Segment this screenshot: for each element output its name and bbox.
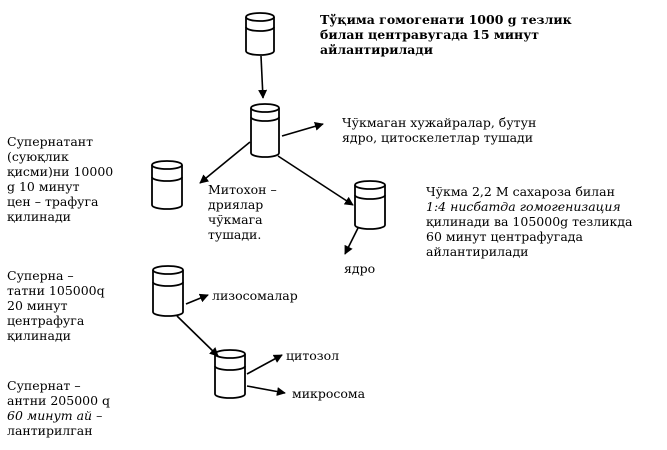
tube-homogenate — [245, 12, 275, 56]
step-homogenate: Тўқима гомогенати 1000 g тезлик билан це… — [320, 12, 572, 57]
step-cell-pellet: Чўкмаган хужайралар, бутун ядро, цитоске… — [342, 115, 536, 145]
step-supernatant-3-line: Супернат – — [7, 378, 81, 393]
step-mitochondria-line: тушади. — [208, 227, 262, 242]
step-mitochondria: Митохон – дриялар чўкмага тушади. — [208, 182, 277, 242]
arrow-to-supernatant — [199, 141, 251, 184]
arrow-to-first-spin — [258, 55, 268, 99]
step-supernatant-2-line: Суперна – — [7, 268, 74, 283]
step-supernatant-2: Суперна – татни 105000q 20 минут центраф… — [7, 268, 105, 343]
arrow-to-nucleus — [344, 227, 359, 255]
tube-supernatant — [151, 160, 183, 210]
step-cell-pellet-line: ядро, цитоскелетлар тушади — [342, 130, 534, 145]
step-homogenate-line: билан центравугада 15 минут — [320, 27, 539, 42]
arrow-to-cell-pellet — [281, 121, 324, 137]
label-nucleus: ядро — [344, 261, 376, 276]
step-supernatant-1-line: цен – трафуга — [7, 194, 99, 209]
step-sucrose-line: қилинади ва 105000g тезликда — [426, 214, 633, 229]
step-supernatant-2-line: центрафуга — [7, 313, 85, 328]
step-supernatant-1-line: g 10 минут — [7, 179, 80, 194]
tube-first-spin — [250, 103, 280, 158]
label-microsome: микросома — [292, 386, 366, 401]
tube-microsome-spin — [214, 349, 246, 399]
step-mitochondria-line: чўкмага — [208, 212, 263, 227]
step-supernatant-1-line: (суюқлик — [7, 149, 69, 164]
step-supernatant-3-line: 60 минут ай – — [7, 408, 103, 423]
step-sucrose-line: 1:4 нисбатда гомогенизация — [426, 199, 621, 214]
step-supernatant-3-line: антни 205000 q — [7, 393, 111, 408]
step-mitochondria-line: дриялар — [208, 197, 264, 212]
step-supernatant-1-line: қисми)ни 10000 — [7, 164, 114, 179]
step-supernatant-1: Супернатант (суюқлик қисми)ни 10000 g 10… — [7, 134, 113, 224]
step-supernatant-3-line: лантирилган — [7, 423, 93, 438]
arrow-to-pellet — [277, 155, 354, 206]
step-cell-pellet-line: Чўкмаган хужайралар, бутун — [342, 115, 537, 130]
arrow-to-microsome-spin — [176, 315, 219, 357]
step-mitochondria-line: Митохон – — [208, 182, 277, 197]
tube-pellet — [354, 180, 386, 230]
step-supernatant-1-line: қилинади — [7, 209, 71, 224]
arrow-to-cytosol — [246, 354, 283, 375]
step-sucrose-line: 60 минут центрафугада — [426, 229, 583, 244]
step-homogenate-line: Тўқима гомогенати 1000 g тезлик — [320, 12, 572, 27]
arrow-to-lysosomes — [185, 293, 209, 305]
step-sucrose-line: айлантирилади — [426, 244, 529, 259]
step-homogenate-line: айлантирилади — [320, 42, 433, 57]
step-sucrose: Чўкма 2,2 М сахароза билан 1:4 нисбатда … — [426, 184, 632, 259]
step-supernatant-1-line: Супернатант — [7, 134, 94, 149]
step-supernatant-2-line: қилинади — [7, 328, 71, 343]
tube-lysosome-spin — [152, 265, 184, 317]
step-supernatant-3: Супернат – антни 205000 q 60 минут ай – … — [7, 378, 110, 438]
step-sucrose-line: Чўкма 2,2 М сахароза билан — [426, 184, 615, 199]
label-cytosol: цитозол — [286, 348, 340, 363]
step-supernatant-2-line: 20 минут — [7, 298, 68, 313]
label-lysosomes: лизосомалар — [212, 288, 298, 303]
arrow-to-microsome — [246, 385, 286, 396]
step-supernatant-2-line: татни 105000q — [7, 283, 105, 298]
